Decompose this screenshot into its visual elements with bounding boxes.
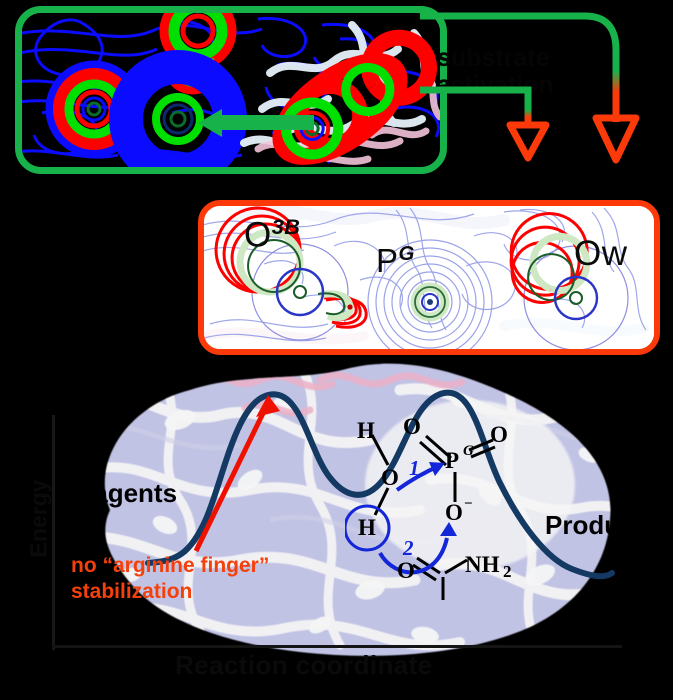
products-label: Products <box>545 510 658 540</box>
substrate-activation-line1: substrate <box>437 44 550 72</box>
atom-phosphate-o-minus: O <box>445 500 463 525</box>
atom-water-h-top: H <box>357 418 375 443</box>
atom-water-h-circled: H <box>358 515 376 540</box>
mechanism-arrow-label-1: 1 <box>409 456 420 480</box>
x-axis-label: Reaction coordinate <box>175 650 433 680</box>
energy-profile-curve <box>145 389 615 580</box>
atom-amide-n: NH <box>465 552 500 577</box>
atom-phosphate-o-right: O <box>490 422 508 447</box>
x-axis-line <box>52 645 622 648</box>
no-arginine-finger-arrow <box>193 395 280 553</box>
arginine-finger-line1: no “arginine finger” <box>71 554 270 577</box>
atom-water-o: O <box>381 465 399 490</box>
atom-amide-o: O <box>397 558 415 583</box>
red-density-panel: O3B PG Ow <box>198 200 660 355</box>
substrate-activation-label: substrate activation <box>437 45 612 98</box>
reagents-label: Reagents <box>60 478 178 508</box>
substrate-activation-arrow-green <box>198 109 314 137</box>
atom-phosphorus-superscript: G <box>463 443 474 459</box>
protein-ribbon-blob <box>104 363 611 656</box>
atom-phosphate-charge: − <box>464 496 473 512</box>
green-density-panel <box>15 6 447 174</box>
atom-phosphorus: P <box>445 448 460 473</box>
mechanism-arrow-label-2: 2 <box>403 536 414 560</box>
arginine-finger-annotation: no “arginine finger” stabilization <box>71 553 269 604</box>
density-label-ow: Ow <box>574 234 628 273</box>
density-label-pg: PG <box>376 242 415 279</box>
energy-diagram: Energy Reaction coordinate Reagents Prod… <box>0 355 673 700</box>
density-label-o3b: O3B <box>244 214 301 255</box>
atom-phosphate-o-left: O <box>403 414 421 439</box>
substrate-activation-line2: activation <box>437 70 554 99</box>
y-axis-line <box>52 415 55 650</box>
connector-arrow-green-to-red <box>420 12 640 164</box>
reaction-mechanism: H O H O P G O O − O NH 2 1 2 <box>343 410 560 605</box>
arginine-finger-line2: stabilization <box>71 579 193 603</box>
atom-amide-n-subscript: 2 <box>503 562 512 581</box>
